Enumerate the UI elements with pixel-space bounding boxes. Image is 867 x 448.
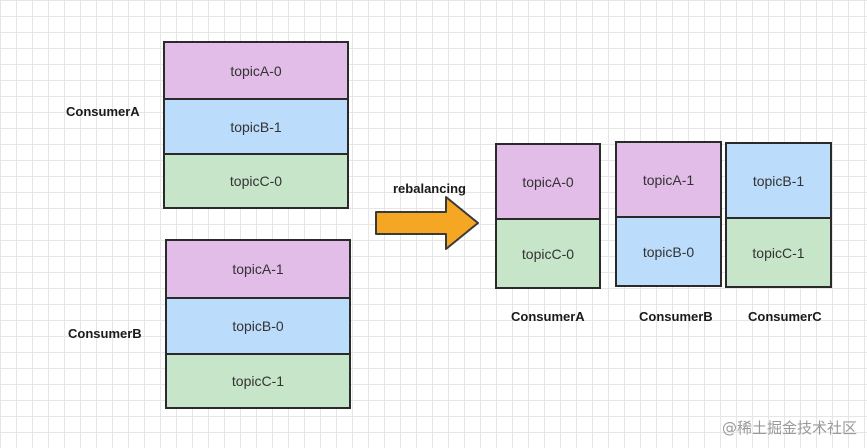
consumer-a-rebalanced-stack: topicA-0 topicC-0	[495, 143, 601, 289]
partition-cell-topica-0: topicA-0	[165, 43, 347, 98]
partition-cell-topicb-1: topicB-1	[727, 144, 830, 217]
partition-cell-topica-1: topicA-1	[617, 143, 720, 216]
consumer-a-partition-stack: topicA-0 topicB-1 topicC-0	[163, 41, 349, 209]
right-arrow-icon	[375, 196, 479, 250]
consumer-c-rebalanced-stack: topicB-1 topicC-1	[725, 142, 832, 288]
partition-cell-topica-1: topicA-1	[167, 241, 349, 297]
partition-cell-topicb-0: topicB-0	[617, 216, 720, 285]
partition-cell-topicb-0: topicB-0	[167, 297, 349, 353]
watermark: @稀土掘金技术社区	[721, 419, 857, 437]
consumer-b-label: ConsumerB	[68, 326, 142, 341]
consumer-a-rebalanced-label: ConsumerA	[511, 309, 585, 324]
consumer-b-rebalanced-stack: topicA-1 topicB-0	[615, 141, 722, 287]
consumer-c-rebalanced-label: ConsumerC	[748, 309, 822, 324]
consumer-b-partition-stack: topicA-1 topicB-0 topicC-1	[165, 239, 351, 409]
rebalancing-label: rebalancing	[393, 181, 466, 196]
partition-cell-topicc-1: topicC-1	[167, 353, 349, 407]
partition-cell-topica-0: topicA-0	[497, 145, 599, 218]
consumer-a-label: ConsumerA	[66, 104, 140, 119]
partition-cell-topicc-1: topicC-1	[727, 217, 830, 286]
partition-cell-topicc-0: topicC-0	[165, 153, 347, 207]
partition-cell-topicc-0: topicC-0	[497, 218, 599, 287]
consumer-b-rebalanced-label: ConsumerB	[639, 309, 713, 324]
partition-cell-topicb-1: topicB-1	[165, 98, 347, 153]
